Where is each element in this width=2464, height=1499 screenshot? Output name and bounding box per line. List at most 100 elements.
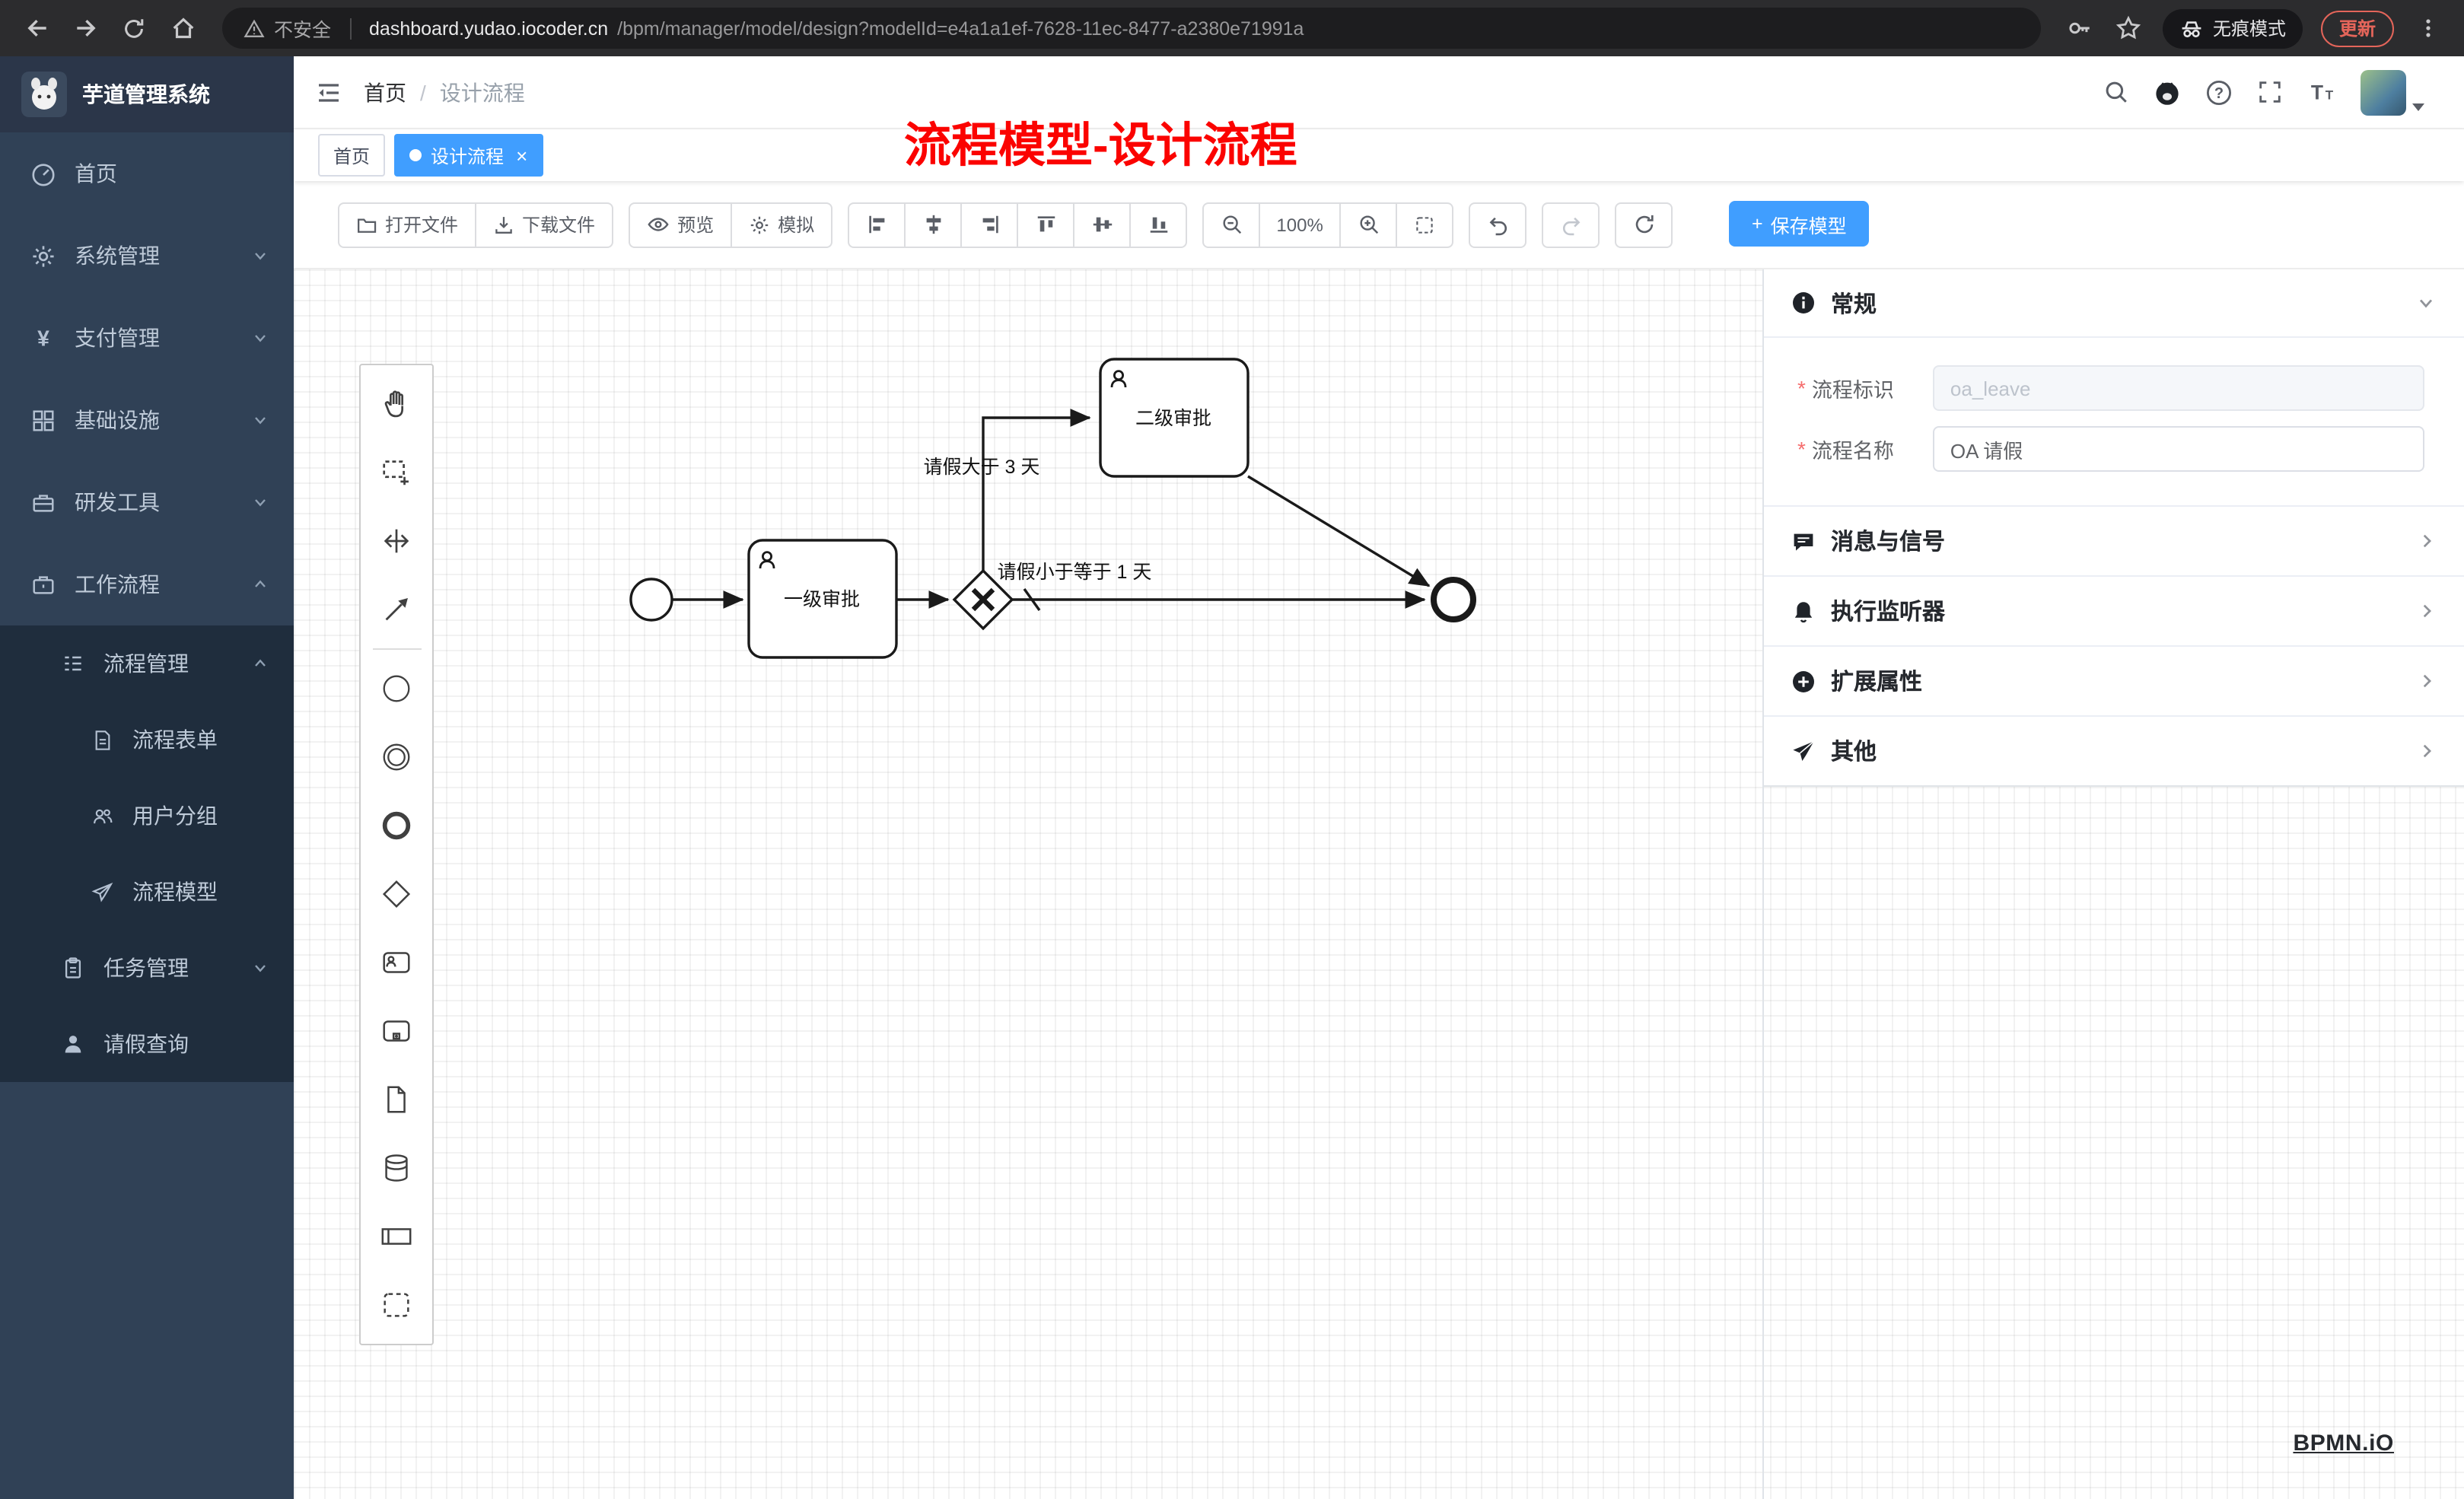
create-group-icon[interactable] [362, 1271, 431, 1339]
zoom-reset-button[interactable] [1396, 202, 1454, 247]
align-middle-button[interactable] [1073, 202, 1132, 247]
chevron-down-icon [255, 335, 266, 342]
logo[interactable]: 芋道管理系统 [0, 56, 294, 132]
zoom-out-button[interactable] [1202, 202, 1261, 247]
undo-button[interactable] [1469, 202, 1527, 247]
create-user-task-icon[interactable] [362, 928, 431, 997]
incognito-label: 无痕模式 [2212, 18, 2286, 40]
breadcrumb-home[interactable]: 首页 [364, 80, 406, 104]
sidebar: 芋道管理系统 首页 系统管理 ¥ 支付管理 基础设施 [0, 56, 294, 1499]
list-icon [65, 656, 81, 671]
section-general[interactable]: 常规 [1764, 269, 2464, 338]
restart-button[interactable] [1615, 202, 1673, 247]
fullscreen-button[interactable] [2257, 79, 2283, 105]
create-participant-icon[interactable] [362, 1202, 431, 1271]
create-gateway-icon[interactable] [362, 860, 431, 928]
sidebar-item-task-mgmt[interactable]: 任务管理 [0, 930, 294, 1006]
create-subprocess-icon[interactable] [362, 997, 431, 1065]
create-intermediate-event-icon[interactable] [362, 723, 431, 791]
browser-forward-button[interactable] [64, 7, 107, 49]
sidebar-item-user-group[interactable]: 用户分组 [0, 778, 294, 854]
align-left-button[interactable] [848, 202, 906, 247]
lasso-tool-icon[interactable] [362, 438, 431, 507]
sidebar-item-payment[interactable]: ¥ 支付管理 [0, 297, 294, 379]
global-connect-tool-icon[interactable] [362, 575, 431, 644]
search-button[interactable] [2103, 79, 2129, 105]
sidebar-item-process-mgmt[interactable]: 流程管理 [0, 625, 294, 702]
svg-text:T: T [2311, 81, 2323, 103]
sidebar-item-process-model[interactable]: 流程模型 [0, 854, 294, 930]
space-tool-icon[interactable] [362, 507, 431, 575]
user-menu[interactable] [2361, 69, 2424, 115]
bookmark-button[interactable] [2108, 7, 2150, 49]
help-button[interactable]: ? [2205, 78, 2233, 106]
open-file-button[interactable]: 打开文件 [338, 202, 477, 247]
section-execution-listeners[interactable]: 执行监听器 [1764, 575, 2464, 645]
field-label: 流程名称 [1811, 440, 1894, 463]
align-right-button[interactable] [960, 202, 1019, 247]
github-button[interactable] [2154, 78, 2181, 106]
zoom-level: 100% [1259, 202, 1342, 247]
section-other[interactable]: 其他 [1764, 715, 2464, 785]
save-model-button[interactable]: + 保存模型 [1729, 201, 1870, 247]
sidebar-collapse-button[interactable] [315, 78, 342, 106]
download-file-button[interactable]: 下载文件 [475, 202, 614, 247]
sidebar-item-leave-query[interactable]: 请假查询 [0, 1006, 294, 1082]
sidebar-item-devtools[interactable]: 研发工具 [0, 461, 294, 543]
incognito-badge[interactable]: 无痕模式 [2162, 8, 2303, 48]
sidebar-item-infra[interactable]: 基础设施 [0, 379, 294, 461]
create-end-event-icon[interactable] [362, 791, 431, 860]
align-bottom-button[interactable] [1129, 202, 1188, 247]
address-bar[interactable]: 不安全 dashboard.yudao.iocoder.cn/bpm/manag… [222, 8, 2041, 49]
end-event[interactable] [1431, 577, 1476, 622]
align-top-button[interactable] [1017, 202, 1075, 247]
view-button-group: 预览 模拟 [629, 202, 833, 247]
bpmn-diagram[interactable]: 一级审批 二级审批 请假大于 3 天 请假小于等于 1 天 [294, 269, 1816, 1213]
flow-gateway-to-task2[interactable] [982, 409, 1091, 571]
zoom-in-button[interactable] [1339, 202, 1398, 247]
redo-button[interactable] [1542, 202, 1600, 247]
browser-back-button[interactable] [15, 7, 58, 49]
sidebar-item-home[interactable]: 首页 [0, 132, 294, 215]
passkey-button[interactable] [2059, 7, 2102, 49]
simulate-button[interactable]: 模拟 [731, 202, 833, 247]
sidebar-item-workflow[interactable]: 工作流程 [0, 543, 294, 625]
process-key-input[interactable] [1933, 365, 2424, 411]
bpmn-io-watermark[interactable]: BPMN.iO [2293, 1431, 2394, 1456]
close-icon[interactable]: × [516, 144, 528, 167]
refresh-icon [1635, 215, 1653, 234]
browser-update-button[interactable]: 更新 [2320, 10, 2394, 46]
user-task-icon [1110, 370, 1127, 388]
section-extended-attributes[interactable]: 扩展属性 [1764, 645, 2464, 715]
plus-icon: + [1752, 213, 1763, 234]
task-second-approval[interactable] [1099, 358, 1250, 478]
task-first-approval[interactable] [747, 539, 898, 659]
hand-tool-icon[interactable] [362, 370, 431, 438]
preview-button[interactable]: 预览 [629, 202, 733, 247]
process-name-input[interactable] [1933, 426, 2424, 472]
create-data-store-icon[interactable] [362, 1134, 431, 1202]
browser-home-button[interactable] [161, 7, 204, 49]
align-right-icon [982, 215, 998, 234]
process-key-field: * 流程标识 [1797, 365, 2424, 411]
sidebar-item-system[interactable]: 系统管理 [0, 215, 294, 297]
align-center-button[interactable] [904, 202, 963, 247]
align-center-icon [925, 215, 941, 234]
tab-home[interactable]: 首页 [318, 134, 386, 177]
create-start-event-icon[interactable] [362, 654, 431, 723]
browser-menu-button[interactable] [2406, 7, 2449, 49]
toolbox-icon [33, 494, 54, 511]
github-icon [2156, 81, 2179, 104]
start-event[interactable] [629, 578, 673, 622]
flow-task2-to-end[interactable] [1247, 475, 1431, 587]
section-messages-signals[interactable]: 消息与信号 [1764, 505, 2464, 575]
field-label: 流程标识 [1811, 379, 1894, 402]
align-left-icon [868, 215, 884, 234]
tab-design-process[interactable]: 设计流程 × [394, 134, 543, 177]
sidebar-item-process-form[interactable]: 流程表单 [0, 702, 294, 778]
create-data-object-icon[interactable] [362, 1065, 431, 1134]
caret-down-icon [2412, 103, 2424, 110]
bpmn-canvas[interactable]: 一级审批 二级审批 请假大于 3 天 请假小于等于 1 天 常规 [294, 268, 2464, 1499]
browser-reload-button[interactable] [113, 7, 155, 49]
